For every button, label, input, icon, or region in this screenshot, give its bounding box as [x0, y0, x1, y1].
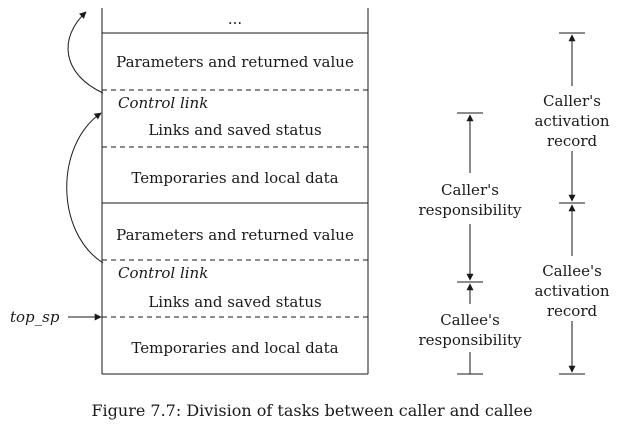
upper-temps-label: Temporaries and local data	[131, 169, 338, 187]
lower-temps-label: Temporaries and local data	[131, 339, 338, 357]
responsibility-bracket	[457, 112, 483, 375]
callee-responsibility-line2: responsibility	[418, 331, 522, 349]
upper-control-link-arrow	[67, 11, 104, 94]
caller-activation-line2: activation	[534, 112, 609, 130]
callee-responsibility-line1: Callee's	[440, 311, 500, 329]
lower-control-link-arrow	[66, 112, 104, 264]
figure-caption: Figure 7.7: Division of tasks between ca…	[91, 401, 532, 420]
caller-activation-line3: record	[547, 132, 598, 150]
caller-responsibility-line1: Caller's	[441, 181, 499, 199]
callee-activation-line3: record	[547, 302, 598, 320]
callee-activation-line1: Callee's	[542, 262, 602, 280]
top-ellipsis: ...	[228, 10, 242, 28]
lower-control-link-label: Control link	[118, 264, 208, 282]
upper-links-label: Links and saved status	[148, 121, 321, 139]
upper-control-link-label: Control link	[118, 94, 208, 112]
callee-activation-line2: activation	[534, 282, 609, 300]
stack-frame	[101, 8, 369, 375]
lower-params-label: Parameters and returned value	[116, 226, 354, 244]
top-sp-label: top_sp	[10, 308, 60, 326]
caller-responsibility-line2: responsibility	[418, 201, 522, 219]
caller-activation-line1: Caller's	[543, 92, 601, 110]
upper-params-label: Parameters and returned value	[116, 53, 354, 71]
activation-bracket	[559, 32, 585, 375]
lower-links-label: Links and saved status	[148, 293, 321, 311]
